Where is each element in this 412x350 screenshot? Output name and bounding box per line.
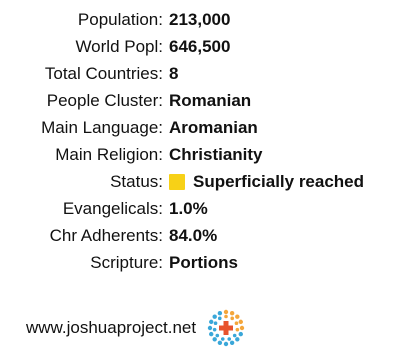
status-value: Superficially reached — [193, 172, 365, 191]
logo-dot — [209, 319, 214, 325]
world-population-label: World Popl: — [75, 37, 163, 56]
logo-dot — [207, 325, 213, 331]
website-link[interactable]: www.joshuaproject.net — [26, 318, 197, 337]
status-value-wrap: Superficially reached — [163, 168, 364, 195]
logo-dot — [238, 331, 244, 337]
logo-dot — [223, 341, 229, 347]
total-countries-row: Total Countries: 8 — [0, 60, 412, 87]
logo-dot — [230, 316, 235, 321]
logo-dot — [217, 311, 223, 316]
logo-dot — [213, 321, 218, 326]
main-religion-row: Main Religion: Christianity — [0, 141, 412, 168]
logo-cross-bar-vertical — [223, 321, 229, 335]
evangelicals-row: Evangelicals: 1.0% — [0, 195, 412, 222]
logo-dot — [227, 337, 232, 341]
logo-dot — [212, 337, 217, 342]
logo-dot — [230, 340, 235, 345]
world-population-row: World Popl: 646,500 — [0, 33, 412, 60]
logo-dot — [223, 309, 229, 315]
logo-dot — [209, 331, 214, 337]
status-color-swatch — [169, 173, 185, 190]
main-language-row: Main Language: Aromanian — [0, 114, 412, 141]
total-countries-label: Total Countries: — [44, 64, 163, 83]
scripture-value: Portions — [169, 253, 238, 272]
total-countries-value: 8 — [169, 64, 179, 83]
info-rows: Population: 213,000 World Popl: 646,500 … — [0, 6, 412, 276]
logo-dot — [239, 325, 245, 331]
logo-dot — [235, 337, 240, 342]
logo-dot — [230, 311, 235, 316]
scripture-label: Scripture: — [90, 253, 163, 272]
logo-dot — [224, 314, 228, 319]
logo-dot — [235, 314, 240, 319]
logo-dot — [234, 321, 239, 326]
logo-dot — [238, 319, 244, 325]
people-cluster-label: People Cluster: — [46, 91, 163, 110]
main-religion-value: Christianity — [169, 145, 263, 164]
logo-dot — [218, 316, 222, 321]
main-religion-label: Main Religion: — [55, 145, 163, 164]
logo-dot — [212, 314, 217, 319]
population-value: 213,000 — [169, 10, 231, 29]
people-cluster-value: Romanian — [169, 91, 252, 110]
evangelicals-label: Evangelicals: — [62, 199, 163, 218]
christian-adherents-label: Chr Adherents: — [49, 226, 163, 245]
scripture-row: Scripture: Portions — [0, 249, 412, 276]
footer: www.joshuaproject.net — [26, 308, 246, 348]
logo-dot — [235, 327, 240, 332]
population-label: Population: — [77, 10, 163, 29]
status-label: Status: — [110, 172, 163, 191]
population-row: Population: 213,000 — [0, 6, 412, 33]
evangelicals-value: 1.0% — [169, 199, 208, 218]
logo-dot — [215, 333, 220, 338]
main-language-label: Main Language: — [41, 118, 163, 137]
logo-dot — [217, 340, 223, 345]
joshua-project-logo-icon — [207, 309, 245, 347]
people-cluster-row: People Cluster: Romanian — [0, 87, 412, 114]
main-language-value: Aromanian — [169, 118, 258, 137]
logo-dot — [212, 327, 217, 332]
logo-dot — [232, 333, 237, 338]
christian-adherents-row: Chr Adherents: 84.0% — [0, 222, 412, 249]
logo-dot — [221, 337, 225, 341]
status-row: Status: Superficially reached — [0, 168, 412, 195]
christian-adherents-value: 84.0% — [169, 226, 218, 245]
world-population-value: 646,500 — [169, 37, 231, 56]
